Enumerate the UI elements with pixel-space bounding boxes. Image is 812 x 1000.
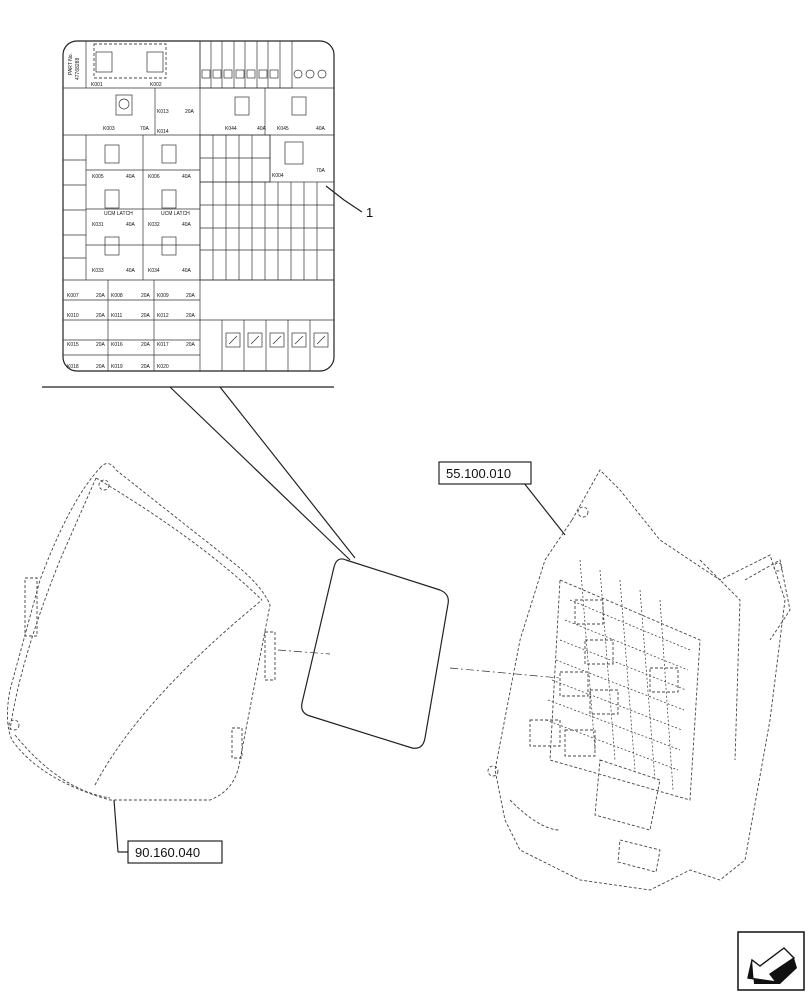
relay-k008: K008 [111,293,123,299]
relay-k015: K015 [67,342,79,348]
part-number-label: PART No. [68,53,74,75]
rating-k010: 20A [96,313,106,319]
housing-ref-text: 55.100.010 [446,466,511,481]
rating-k007: 20A [96,293,106,299]
relay-k012: K012 [157,313,169,319]
relay-k031: K031 [92,222,104,228]
leader-line-right [219,386,356,559]
relay-k009: K009 [157,293,169,299]
relay-k014: K014 [157,129,169,135]
relay-k007: K007 [67,293,79,299]
rating-k004: 70A [316,168,326,174]
rating-k044: 40A [257,126,267,132]
relay-symbols [93,43,307,256]
relay-k032: K032 [148,222,160,228]
relay-k017: K017 [157,342,169,348]
relay-k010: K010 [67,313,79,319]
rating-k019: 20A [141,364,151,370]
relay-k003: K003 [103,126,115,132]
item-number: 1 [366,205,373,220]
blank-decal-panel [301,558,449,749]
relay-k019: K019 [111,364,123,370]
rating-k016: 20A [141,342,151,348]
relay-k011: K011 [111,313,123,319]
housing-ref-box: 55.100.010 [438,461,532,485]
cover-ref-box: 90.160.040 [127,840,223,864]
housing-leader [519,477,566,536]
rating-k008: 20A [141,293,151,299]
part-number-value: 47768288 [75,58,81,80]
alignment-line-left [277,649,331,655]
relay-k018: K018 [67,364,79,370]
rating-k031: 40A [126,222,136,228]
rating-k006: 40A [182,174,192,180]
rating-k017: 20A [186,342,196,348]
cover-leader [113,799,119,853]
fuse-grid-mid [199,134,335,281]
rating-k018: 20A [96,364,106,370]
fuse-columns-top [199,40,327,89]
rating-k003: 70A [140,126,150,132]
arrow-icon[interactable] [737,931,805,991]
relay-k034: K034 [148,268,160,274]
rating-k033: 40A [126,268,136,274]
relay-k016: K016 [111,342,123,348]
rating-k034: 40A [182,268,192,274]
relay-k004: K004 [272,173,284,179]
rating-k011: 20A [141,313,151,319]
rating-k013: 20A [185,109,195,115]
rating-k009: 20A [186,293,196,299]
relay-k002: K002 [150,82,162,88]
ucm-latch-2: UCM LATCH [161,211,190,217]
fuse-box-cover [7,463,276,801]
relay-k020: K020 [157,364,169,370]
relay-k033: K033 [92,268,104,274]
rating-k012: 20A [186,313,196,319]
relay-k001: K001 [91,82,103,88]
relay-k013: K013 [157,109,169,115]
item-callout: 1 [325,185,373,220]
rating-k032: 40A [182,222,192,228]
rating-k015: 20A [96,342,106,348]
rating-k005: 40A [126,174,136,180]
cover-ref-text: 90.160.040 [135,845,200,860]
rating-k045: 40A [316,126,326,132]
relay-k045: K045 [277,126,289,132]
fuse-decal: PART No. 47768288 K001 K002 K003 70A K01… [62,40,335,372]
relay-k006: K006 [148,174,160,180]
relay-k005: K005 [92,174,104,180]
leader-line-left [169,386,351,561]
relay-k044: K044 [225,126,237,132]
fuse-glyphs-bottom [225,332,329,348]
alignment-line-right [449,667,561,679]
ucm-latch-1: UCM LATCH [104,211,133,217]
fuse-box-housing [487,469,791,891]
